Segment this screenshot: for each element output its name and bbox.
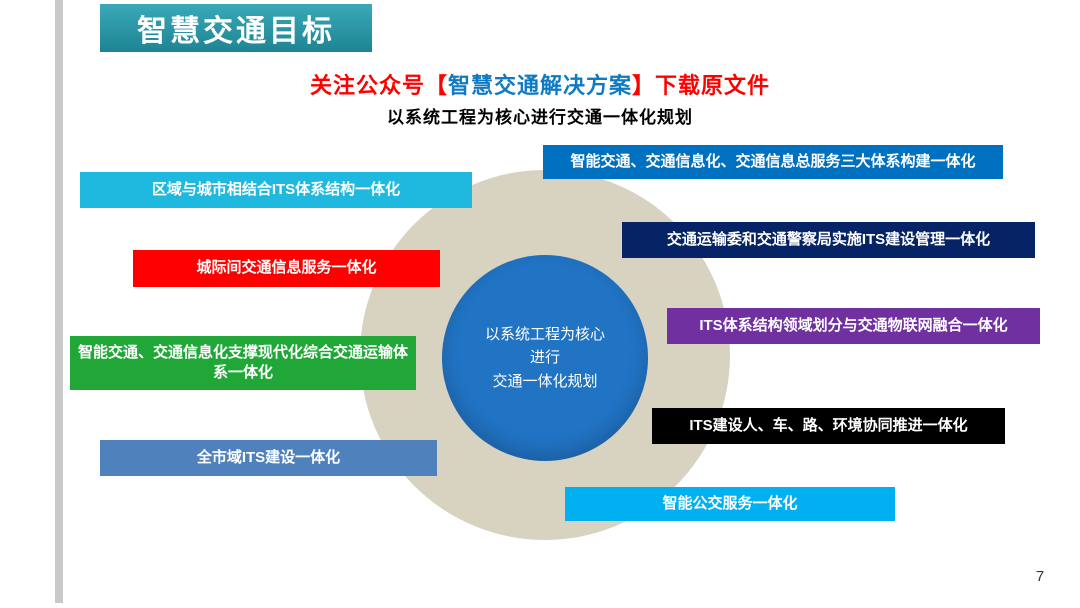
goal-box-left-4: 全市域ITS建设一体化 [100, 440, 437, 476]
diagram-title: 以系统工程为核心进行交通一体化规划 [387, 108, 693, 127]
center-text-line: 进行 [529, 349, 560, 367]
notice-highlight: 智慧交通解决方案 [447, 73, 632, 98]
goal-box-left-2: 城际间交通信息服务一体化 [133, 250, 440, 287]
goal-box-right-3: ITS体系结构领域划分与交通物联网融合一体化 [667, 308, 1040, 344]
goal-box-left-1: 区域与城市相结合ITS体系结构一体化 [80, 172, 472, 208]
center-circle: 以系统工程为核心 进行 交通一体化规划 [442, 255, 648, 461]
center-text-line: 以系统工程为核心 [484, 326, 605, 344]
goal-box-right-4: ITS建设人、车、路、环境协同推进一体化 [652, 408, 1005, 444]
center-text-line: 交通一体化规划 [492, 372, 598, 390]
goal-box-left-3: 智能交通、交通信息化支撑现代化综合交通运输体系一体化 [70, 336, 416, 390]
notice-prefix: 关注公众号【 [309, 73, 448, 98]
slide-edge-strip [55, 0, 63, 603]
goal-box-right-2: 交通运输委和交通警察局实施ITS建设管理一体化 [622, 222, 1035, 258]
goal-box-right-1: 智能交通、交通信息化、交通信息总服务三大体系构建一体化 [543, 145, 1003, 179]
goal-box-right-5: 智能公交服务一体化 [565, 487, 895, 521]
notice-suffix: 】下载原文件 [632, 73, 771, 98]
slide-title: 智慧交通目标 [100, 4, 372, 52]
page-number: 7 [1035, 568, 1045, 585]
notice-text: 关注公众号【智慧交通解决方案】下载原文件 [0, 68, 1080, 100]
